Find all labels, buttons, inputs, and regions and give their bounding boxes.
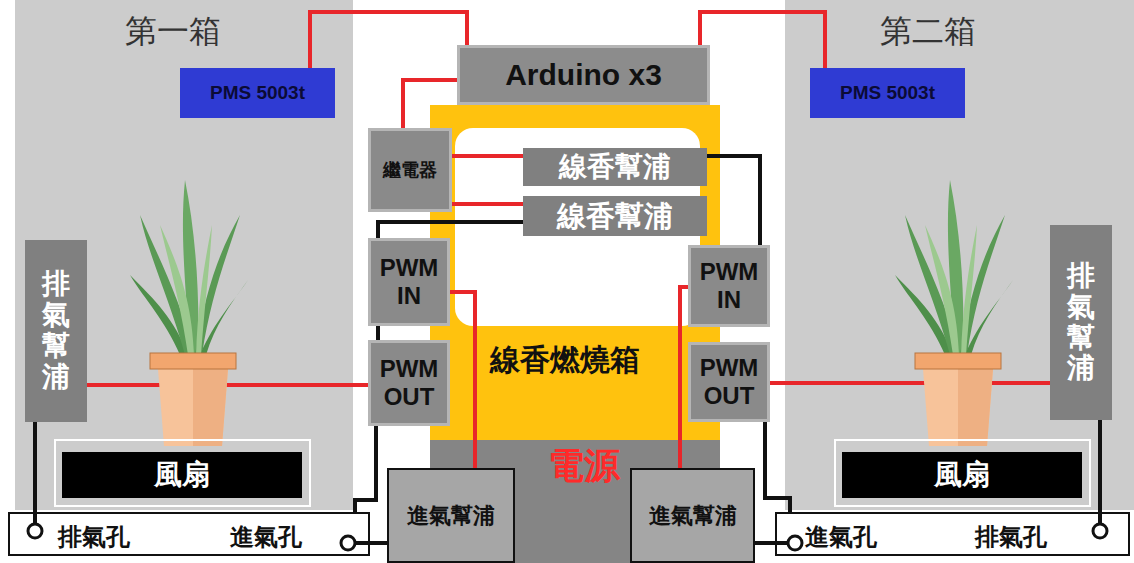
- power-wire: [376, 326, 380, 340]
- box-label: PMS 5003t: [840, 82, 935, 104]
- box-label: PWM IN: [375, 254, 443, 309]
- signal-wire: [450, 292, 475, 468]
- signal-wire: [452, 154, 523, 158]
- box-label: 進氣幫浦: [649, 503, 737, 528]
- port-hole: [1093, 524, 1107, 538]
- port-stub: [1098, 512, 1102, 524]
- pump-box: 進氣幫浦: [387, 468, 515, 563]
- box-label: 排氣幫浦: [42, 269, 70, 392]
- pump-box: 排氣幫浦: [1050, 225, 1112, 420]
- region-label: 排氣孔: [58, 521, 130, 553]
- fan-frame: [835, 440, 1090, 506]
- box-label: 線香幫浦: [559, 151, 671, 183]
- pump-box: 排氣幫浦: [25, 240, 87, 422]
- box-label: 線香幫浦: [557, 199, 673, 233]
- box-label: PWM OUT: [695, 354, 763, 409]
- box-label: 繼電器: [383, 160, 437, 181]
- power-wire: [355, 426, 376, 512]
- region-label: 排氣孔: [975, 521, 1047, 553]
- region-label: 線香燃燒箱: [490, 340, 640, 381]
- box-label: PWM OUT: [375, 355, 443, 410]
- fan-box: 風扇: [842, 452, 1082, 498]
- power-wire: [755, 541, 775, 545]
- power-wire: [33, 422, 37, 512]
- relay-box: 繼電器: [368, 128, 452, 212]
- signal-wire: [770, 381, 1050, 385]
- box-label: Arduino x3: [505, 58, 662, 93]
- power-wire: [1098, 420, 1102, 512]
- region-label: 電源: [548, 442, 620, 491]
- pump-box: 進氣幫浦: [630, 468, 755, 563]
- pump-box: 線香幫浦: [523, 148, 707, 186]
- region-label: 進氣孔: [805, 521, 877, 553]
- power-wire: [370, 541, 387, 545]
- port-hole: [341, 536, 355, 550]
- pwm-box: PWM IN: [688, 245, 770, 327]
- port-stub: [33, 512, 37, 524]
- pwm-box: PWM OUT: [368, 340, 450, 426]
- port-bar: 進氣孔 排氣孔: [775, 512, 1130, 556]
- box-label: PWM IN: [695, 258, 763, 313]
- potted-plant: [130, 180, 248, 446]
- port-stub: [355, 541, 370, 545]
- sensor-box: PMS 5003t: [810, 68, 965, 118]
- signal-wire: [403, 80, 457, 128]
- controller-box: Arduino x3: [457, 45, 710, 105]
- signal-wire: [680, 287, 688, 468]
- power-wire: [707, 156, 760, 245]
- box-label: 排氣幫浦: [1067, 261, 1095, 384]
- box-label: PMS 5003t: [210, 82, 305, 104]
- pump-box: 線香幫浦: [523, 196, 707, 236]
- port-stub: [775, 541, 788, 545]
- fan-box: 風扇: [62, 452, 302, 498]
- box-label: 進氣幫浦: [407, 503, 495, 528]
- port-hole: [788, 536, 802, 550]
- port-hole: [28, 524, 42, 538]
- power-wire: [765, 422, 790, 512]
- signal-wire: [700, 12, 825, 68]
- region-label: 第一箱: [125, 10, 221, 54]
- pwm-box: PWM IN: [368, 238, 450, 326]
- port-bar: 排氣孔 進氣孔: [8, 512, 370, 556]
- signal-wire: [452, 202, 523, 206]
- signal-wire: [87, 383, 368, 387]
- sensor-box: PMS 5003t: [180, 68, 335, 118]
- fan-frame: [55, 440, 310, 506]
- box-label: 風扇: [934, 459, 990, 491]
- box-label: 風扇: [154, 459, 210, 491]
- region-label: 進氣孔: [230, 521, 302, 553]
- pwm-box: PWM OUT: [688, 342, 770, 422]
- region-label: 第二箱: [880, 10, 976, 54]
- power-wire: [378, 222, 523, 238]
- potted-plant: [895, 180, 1013, 446]
- signal-wire: [310, 12, 467, 68]
